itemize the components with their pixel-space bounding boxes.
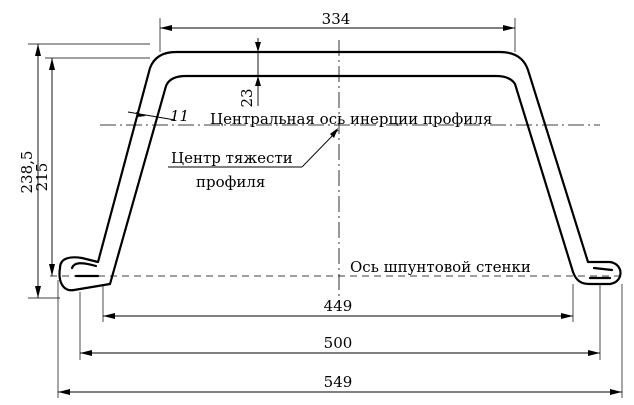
dim-inner-width-label: 449 xyxy=(324,297,353,315)
right-lock-hook xyxy=(588,266,614,280)
centroid-label-line2: профиля xyxy=(196,173,265,191)
dim-flange-offset-label: 23 xyxy=(238,88,256,107)
dim-overall-height-label: 238,5 xyxy=(18,151,36,194)
arrow xyxy=(35,44,41,56)
arrow xyxy=(610,389,622,395)
centroid-leader-diagonal xyxy=(301,129,339,168)
arrow xyxy=(503,25,515,31)
arrow xyxy=(588,350,600,356)
centroid-label-line1: Центр тяжести xyxy=(171,149,293,167)
arrow xyxy=(160,25,172,31)
dim-profile-height-label: 215 xyxy=(33,163,51,192)
arrow xyxy=(49,58,55,70)
left-lock-hook xyxy=(70,262,100,278)
central-axis-label: Центральная ось инерции профиля xyxy=(210,110,492,128)
arrow xyxy=(136,112,146,117)
dim-overall-width-label: 549 xyxy=(324,373,353,391)
arrow xyxy=(330,128,338,138)
wall-axis-label: Ось шпунтовой стенки xyxy=(350,258,531,276)
arrow xyxy=(103,313,115,319)
dim-top-width-label: 334 xyxy=(322,10,351,28)
arrow xyxy=(255,76,261,86)
dim-thickness-label: 11 xyxy=(170,107,189,125)
arrow xyxy=(255,42,261,52)
dim-pitch-width-label: 500 xyxy=(324,334,353,352)
arrow xyxy=(58,389,70,395)
arrow xyxy=(561,313,573,319)
arrow xyxy=(35,286,41,298)
arrow xyxy=(80,350,92,356)
arrow xyxy=(49,264,55,276)
profile-outer-contour xyxy=(58,50,622,292)
dim-line-thickness xyxy=(127,111,176,121)
